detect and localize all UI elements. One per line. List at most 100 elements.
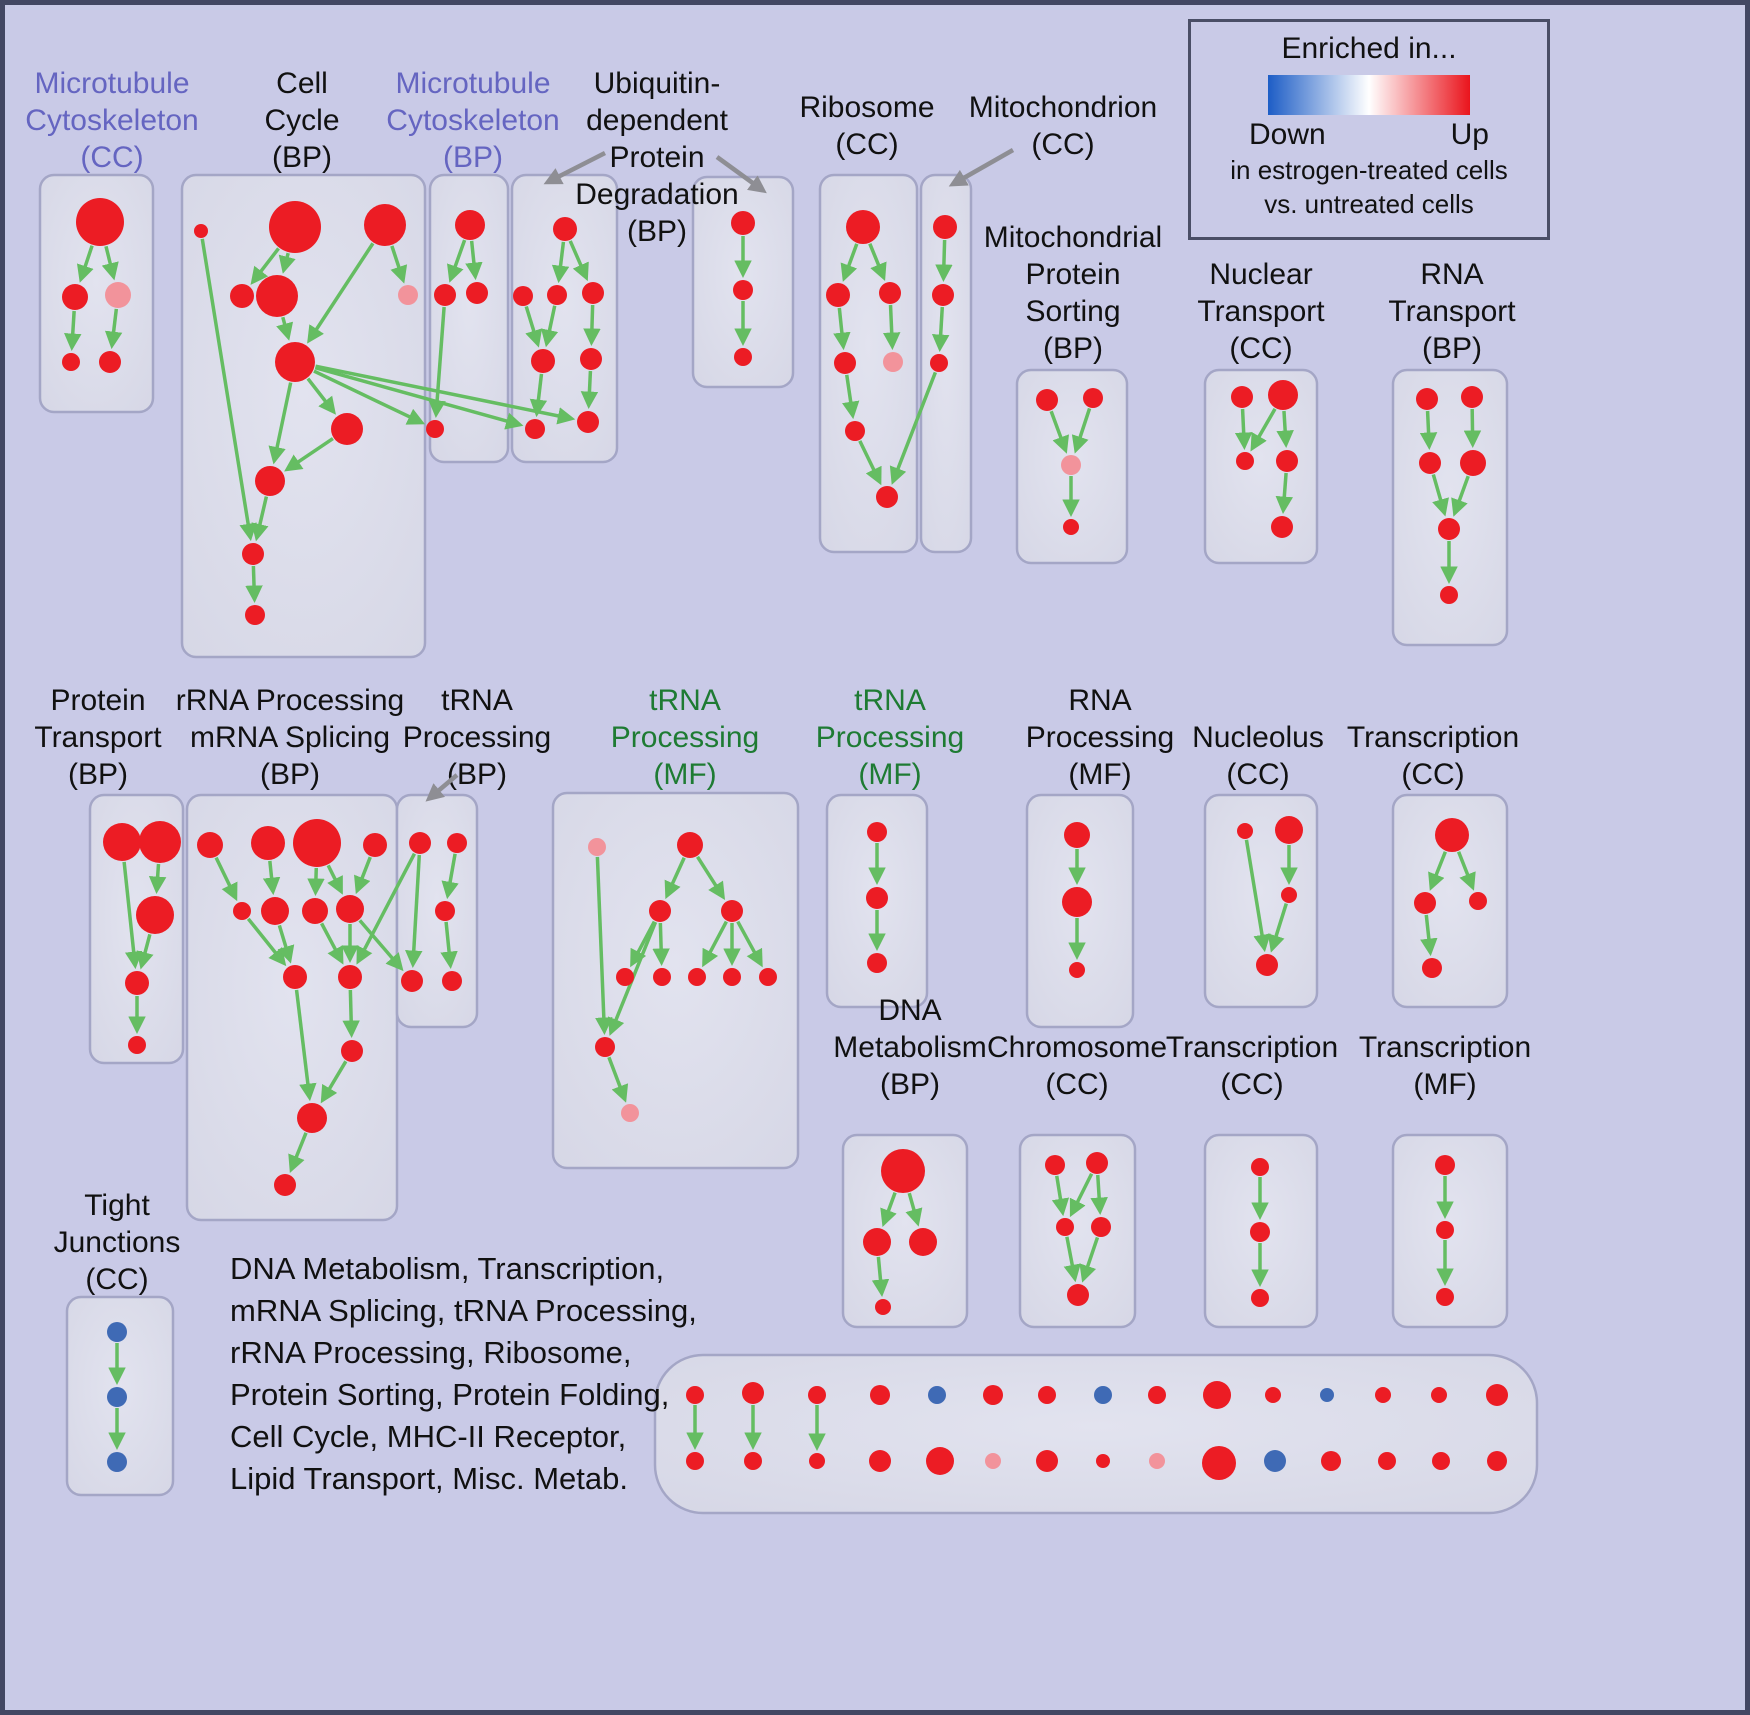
go-term-node — [875, 1299, 891, 1315]
edge-arrow — [314, 365, 524, 430]
go-term-node — [251, 826, 285, 860]
edge-arrow — [607, 1056, 629, 1103]
edge-arrow — [277, 924, 295, 964]
edge-arrow — [580, 370, 599, 410]
cluster-label-transcription-mf: Transcription(MF) — [1359, 1031, 1531, 1101]
go-term-node — [731, 211, 755, 235]
go-term-node — [341, 1040, 363, 1062]
go-term-node — [128, 1036, 146, 1054]
edge-arrow — [595, 856, 613, 1036]
edge-arrow — [64, 310, 82, 352]
go-term-node — [105, 282, 131, 308]
go-term-node — [1231, 386, 1253, 408]
go-term-node — [721, 900, 743, 922]
edge-arrow — [76, 245, 94, 283]
caption-line: Protein Sorting, Protein Folding, — [230, 1377, 670, 1412]
go-term-node — [928, 1386, 946, 1404]
go-term-node — [76, 198, 124, 246]
go-term-node — [434, 284, 456, 306]
go-term-node — [1375, 1387, 1391, 1403]
edge-arrow — [262, 860, 281, 896]
edge-arrow — [1049, 410, 1069, 454]
go-term-node — [1148, 1386, 1166, 1404]
go-term-node — [653, 968, 671, 986]
edge-arrow — [842, 374, 860, 420]
go-term-node — [1435, 1155, 1455, 1175]
go-term-node — [1487, 1451, 1507, 1471]
cluster-label-ribosome-cc: Ribosome(CC) — [799, 91, 934, 161]
go-term-node — [744, 1452, 762, 1470]
go-term-node — [1271, 516, 1293, 538]
edge-arrow — [652, 922, 670, 967]
edge-arrow — [568, 240, 589, 282]
cluster-label-transcription-cc-1: Transcription(CC) — [1347, 721, 1519, 791]
go-term-node — [1436, 1221, 1454, 1239]
go-term-node — [1440, 586, 1458, 604]
edge-arrow — [1063, 1236, 1081, 1283]
go-term-node — [1091, 1217, 1111, 1237]
go-term-node — [1275, 816, 1303, 844]
caption-line: rRNA Processing, Ribosome, — [230, 1335, 632, 1370]
go-term-node — [649, 900, 671, 922]
edge-arrow — [447, 239, 467, 283]
edge-arrow — [880, 1191, 897, 1227]
cluster-label-chromosome-cc: Chromosome(CC) — [987, 1031, 1167, 1101]
misc-cluster-caption: DNA Metabolism, Transcription, mRNA Spli… — [230, 1248, 697, 1500]
go-term-node — [1203, 1381, 1231, 1409]
go-term-node — [616, 968, 634, 986]
edge-arrow — [524, 305, 543, 348]
go-term-node — [194, 224, 208, 238]
go-term-node — [398, 285, 418, 305]
legend: Enriched in... Down Up in estrogen-treat… — [1188, 19, 1550, 240]
go-term-node — [1237, 823, 1253, 839]
go-term-node — [1265, 1387, 1281, 1403]
edge-arrow — [390, 245, 408, 284]
go-term-node — [62, 284, 88, 310]
go-term-node — [547, 285, 567, 305]
label-pointer-arrow — [425, 773, 459, 802]
cluster-box-nuclear-transport-cc — [1203, 368, 1319, 565]
edge-arrow — [858, 440, 882, 486]
go-term-node — [983, 1385, 1003, 1405]
go-term-node — [1432, 1452, 1450, 1470]
cluster-box-microtubule-cytoskeleton-cc — [38, 173, 155, 414]
go-term-node — [1038, 1386, 1056, 1404]
go-term-node — [426, 420, 444, 438]
go-term-node — [909, 1228, 937, 1256]
go-term-node — [1236, 452, 1254, 470]
go-term-node — [1416, 388, 1438, 410]
go-term-node — [1067, 1284, 1089, 1306]
go-term-node — [869, 1450, 891, 1472]
go-term-node — [1149, 1453, 1165, 1469]
legend-subtitle-line2: vs. untreated cells — [1264, 189, 1474, 219]
edge-arrow — [540, 305, 559, 348]
edge-arrow — [1250, 407, 1277, 452]
go-term-node — [733, 280, 753, 300]
go-term-node — [1083, 388, 1103, 408]
go-term-node — [1056, 1218, 1074, 1236]
go-term-node — [677, 832, 703, 858]
go-term-node — [1461, 386, 1483, 408]
go-term-node — [926, 1447, 954, 1475]
go-term-node — [809, 1453, 825, 1469]
edge-arrow — [148, 863, 167, 895]
go-term-node — [881, 1149, 925, 1193]
go-term-node — [99, 351, 121, 373]
edge-arrow — [405, 854, 423, 969]
go-term-node — [447, 833, 467, 853]
go-term-node — [1256, 954, 1278, 976]
go-term-node — [1438, 518, 1460, 540]
go-term-node — [1435, 818, 1469, 852]
edge-arrow — [356, 852, 416, 965]
edge-arrow — [101, 245, 119, 281]
edge-arrow — [278, 252, 296, 274]
go-term-node — [1063, 519, 1079, 535]
go-term-node — [553, 217, 577, 241]
go-term-node — [686, 1452, 704, 1470]
edge-arrow — [1079, 1236, 1100, 1283]
cluster-label-mitochondrion-cc: Mitochondrion(CC) — [969, 91, 1157, 161]
edge-arrow — [1267, 903, 1288, 953]
